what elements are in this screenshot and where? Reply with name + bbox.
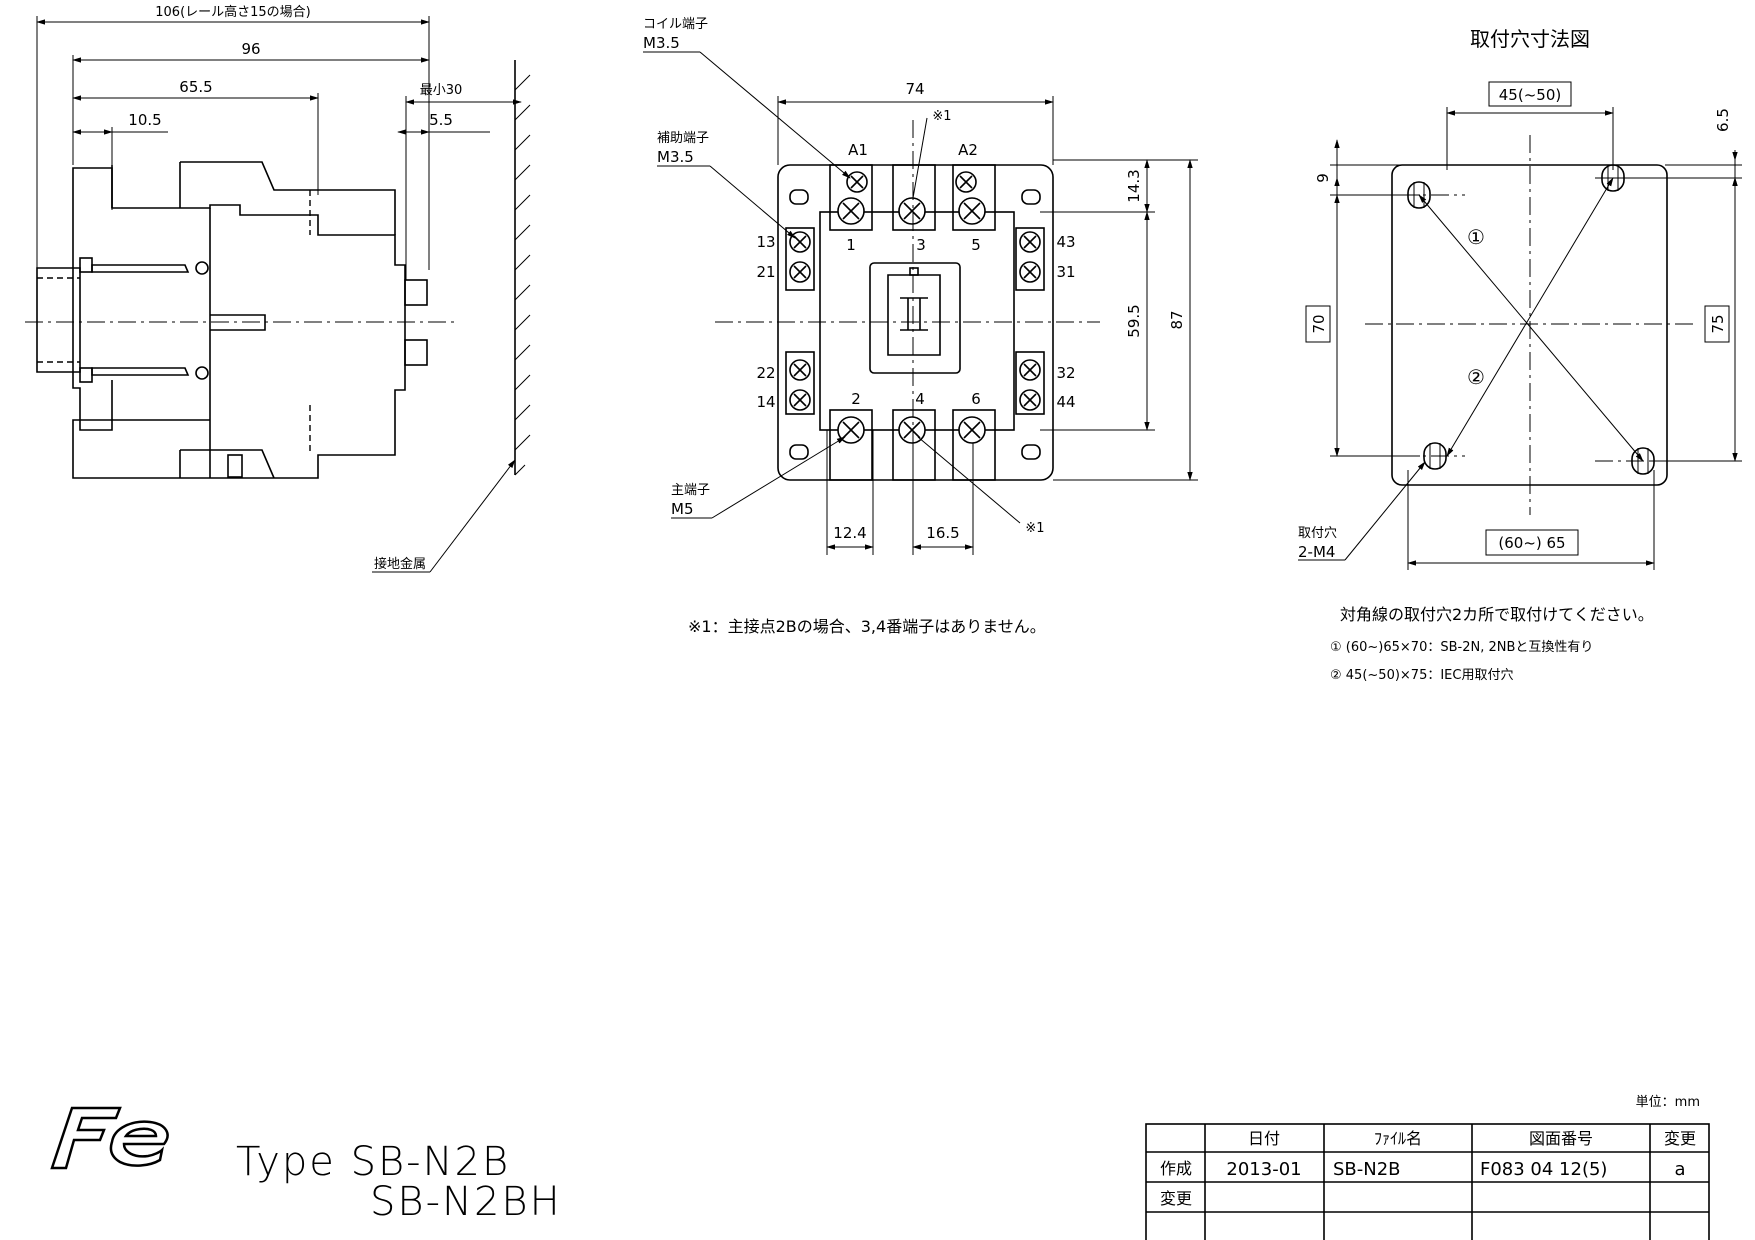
dim-12-4: 12.4 <box>833 524 866 542</box>
type-line-1: Type SB-N2B <box>236 1139 510 1185</box>
header-date: 日付 <box>1248 1129 1280 1148</box>
dim-106: 106(レール高さ15の場合) <box>155 4 311 20</box>
header-change: 変更 <box>1664 1129 1696 1148</box>
terminal-21: 21 <box>756 263 775 281</box>
terminal-13: 13 <box>756 233 775 251</box>
terminal-2: 2 <box>851 390 861 408</box>
row1-change: a <box>1674 1159 1685 1180</box>
row2-label: 変更 <box>1160 1189 1192 1208</box>
hole-label: 取付穴 <box>1298 526 1337 541</box>
dim-75: 75 <box>1709 314 1727 333</box>
terminal-44: 44 <box>1056 393 1075 411</box>
mark-top: ※1 <box>932 109 951 124</box>
main-terminal-size: M5 <box>671 500 694 518</box>
terminal-14: 14 <box>756 393 775 411</box>
fe-logo <box>50 1106 169 1170</box>
mount-title: 取付穴寸法図 <box>1470 27 1590 51</box>
header-file: ﾌｧｲﾙ名 <box>1374 1129 1422 1148</box>
terminal-43: 43 <box>1056 233 1075 251</box>
row1-file: SB-N2B <box>1333 1159 1401 1180</box>
dim-65-5: 65.5 <box>179 78 212 96</box>
front-footnote: ※1：主接点2Bの場合、3,4番端子はありません。 <box>688 617 1046 636</box>
dim-10-5: 10.5 <box>128 111 161 129</box>
terminal-22: 22 <box>756 364 775 382</box>
mount-view: 取付穴寸法図 45(~50) 6.5 75 9 70 <box>1298 27 1742 683</box>
mount-note-2: ② 45(~50)×75：IEC用取付穴 <box>1330 668 1513 683</box>
mount-note: 対角線の取付穴2カ所で取付けてください。 <box>1340 605 1654 624</box>
terminal-5: 5 <box>971 236 981 254</box>
dim-59-5: 59.5 <box>1125 304 1143 337</box>
main-terminal-label: 主端子 <box>671 483 710 498</box>
aux-terminal-label: 補助端子 <box>657 131 709 146</box>
mark-bottom: ※1 <box>1025 521 1044 536</box>
dim-5-5: 5.5 <box>429 111 453 129</box>
terminal-4: 4 <box>915 390 925 408</box>
terminal-1: 1 <box>846 236 856 254</box>
terminal-a1: A1 <box>848 141 868 159</box>
row1-number: F083 04 12(5) <box>1480 1159 1607 1180</box>
row1-date: 2013-01 <box>1226 1159 1301 1180</box>
unit-label: 単位：mm <box>1636 1094 1700 1110</box>
row1-label: 作成 <box>1160 1159 1192 1178</box>
circle-1: ① <box>1467 225 1485 249</box>
side-view: 106(レール高さ15の場合) 96 65.5 10.5 最小30 5.5 <box>25 4 531 573</box>
header-number: 図面番号 <box>1529 1129 1593 1148</box>
circle-2: ② <box>1467 365 1485 389</box>
dim-74: 74 <box>905 80 924 98</box>
mount-note-1: ① (60~)65×70：SB-2N, 2NBと互換性有り <box>1330 640 1593 655</box>
dim-60-65: (60~) 65 <box>1498 534 1565 552</box>
dim-87: 87 <box>1168 310 1186 329</box>
title-block: Type SB-N2B SB-N2BH 単位：mm 日付 ﾌｧｲﾙ名 図面番号 … <box>50 1094 1710 1240</box>
dim-70: 70 <box>1310 314 1328 333</box>
terminal-6: 6 <box>971 390 981 408</box>
terminal-32: 32 <box>1056 364 1075 382</box>
hole-size: 2-M4 <box>1298 543 1335 561</box>
dim-45-50: 45(~50) <box>1499 86 1561 104</box>
dim-6-5: 6.5 <box>1714 108 1732 132</box>
aux-terminal-size: M3.5 <box>657 148 694 166</box>
front-view: 74 87 59.5 14.3 12.4 16.5 <box>643 17 1198 636</box>
dim-96: 96 <box>241 40 260 58</box>
coil-terminal-label: コイル端子 <box>643 17 708 32</box>
dim-9: 9 <box>1314 173 1332 183</box>
dim-14-3: 14.3 <box>1125 169 1143 202</box>
ground-metal-label: 接地金属 <box>374 556 426 572</box>
terminal-3: 3 <box>916 236 926 254</box>
terminal-31: 31 <box>1056 263 1075 281</box>
type-line-2: SB-N2BH <box>370 1179 562 1225</box>
dim-min-30: 最小30 <box>420 83 463 98</box>
coil-terminal-size: M3.5 <box>643 34 680 52</box>
terminal-a2: A2 <box>958 141 978 159</box>
dim-16-5: 16.5 <box>926 524 959 542</box>
